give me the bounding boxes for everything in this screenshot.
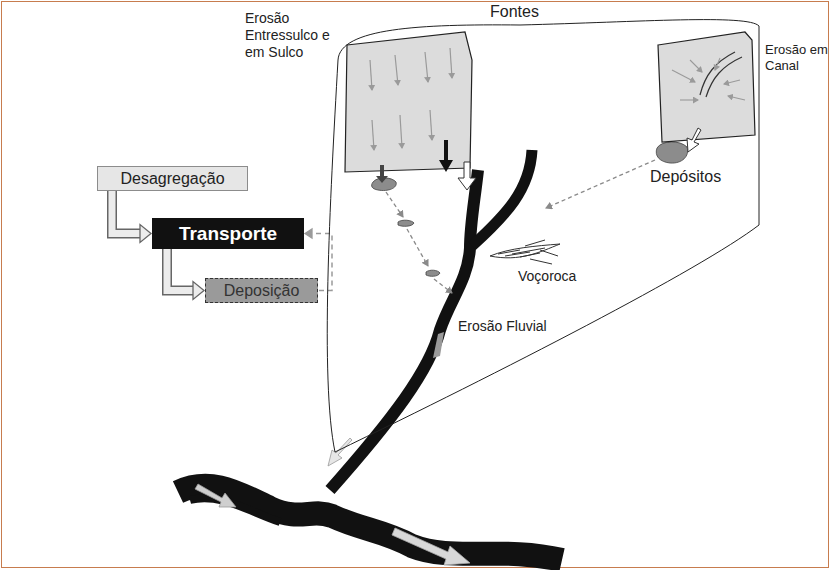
runoff-arrow (680, 99, 698, 100)
gully-sketch (490, 240, 560, 264)
field-plot-shape (658, 32, 755, 142)
runoff-arrow (690, 60, 702, 72)
field-plot: Erosão em Canal (655, 30, 830, 155)
flow-arrow (328, 438, 352, 466)
sediment-path (386, 160, 655, 293)
deposit (426, 270, 440, 276)
box-label: Transporte (179, 223, 277, 245)
flow-arrow (392, 528, 470, 565)
process-box: Deposição (205, 278, 318, 303)
runoff-arrow (430, 110, 432, 140)
deposit (656, 142, 687, 163)
box-label: Deposição (224, 282, 300, 300)
box-label: Desagregação (120, 170, 224, 188)
runoff-arrow (395, 55, 398, 85)
deposit (398, 220, 414, 226)
runoff-arrow (715, 58, 720, 70)
region-label: Erosão Entressulco e em Sulco (245, 10, 333, 61)
annotation-label: Depósitos (650, 168, 721, 186)
runoff-arrow (425, 52, 428, 82)
annotation-label: Erosão Fluvial (458, 318, 547, 334)
runoff-arrow (450, 48, 452, 78)
runoff-arrow (372, 120, 374, 150)
arrow-head (193, 282, 204, 300)
runoff-arrow (724, 80, 740, 84)
source-region-shape (327, 20, 759, 452)
annotation-label: Voçoroca (518, 268, 576, 284)
sediment-arrow (687, 128, 701, 152)
connector-fill (112, 191, 141, 234)
source-region: Fontes Erosão Entressulco e em SulcoErosã… (240, 0, 780, 470)
process-box: Desagregação (97, 166, 248, 191)
field-plot: Erosão Entressulco e em Sulco (245, 8, 475, 193)
runoff-arrow (672, 70, 695, 82)
runoff-arrow (400, 115, 402, 148)
region-label: Fontes (490, 2, 550, 21)
fluvial-erosion-mark (433, 332, 444, 358)
flow-connector (112, 191, 151, 243)
arrow-head (140, 225, 151, 243)
connector-fill (167, 249, 194, 291)
runoff-arrow (370, 60, 372, 90)
tributary (330, 170, 478, 490)
channel-lines (700, 52, 742, 97)
sediment-arrow (458, 162, 476, 190)
sediment-arrow (439, 140, 453, 172)
process-box: Transporte (152, 218, 304, 249)
connector-outline (167, 249, 194, 291)
main-river (178, 486, 562, 560)
sediment-arrow (376, 165, 388, 183)
region-label: Erosão em Canal (765, 42, 829, 74)
flow-connector (167, 249, 204, 300)
connector-outline (112, 191, 141, 234)
arrow-head (305, 229, 312, 238)
tributary-branch (472, 150, 532, 246)
flow-arrow (195, 484, 236, 507)
river-bank (190, 498, 280, 522)
field-plot-shape (345, 32, 472, 172)
runoff-arrow (728, 96, 745, 100)
